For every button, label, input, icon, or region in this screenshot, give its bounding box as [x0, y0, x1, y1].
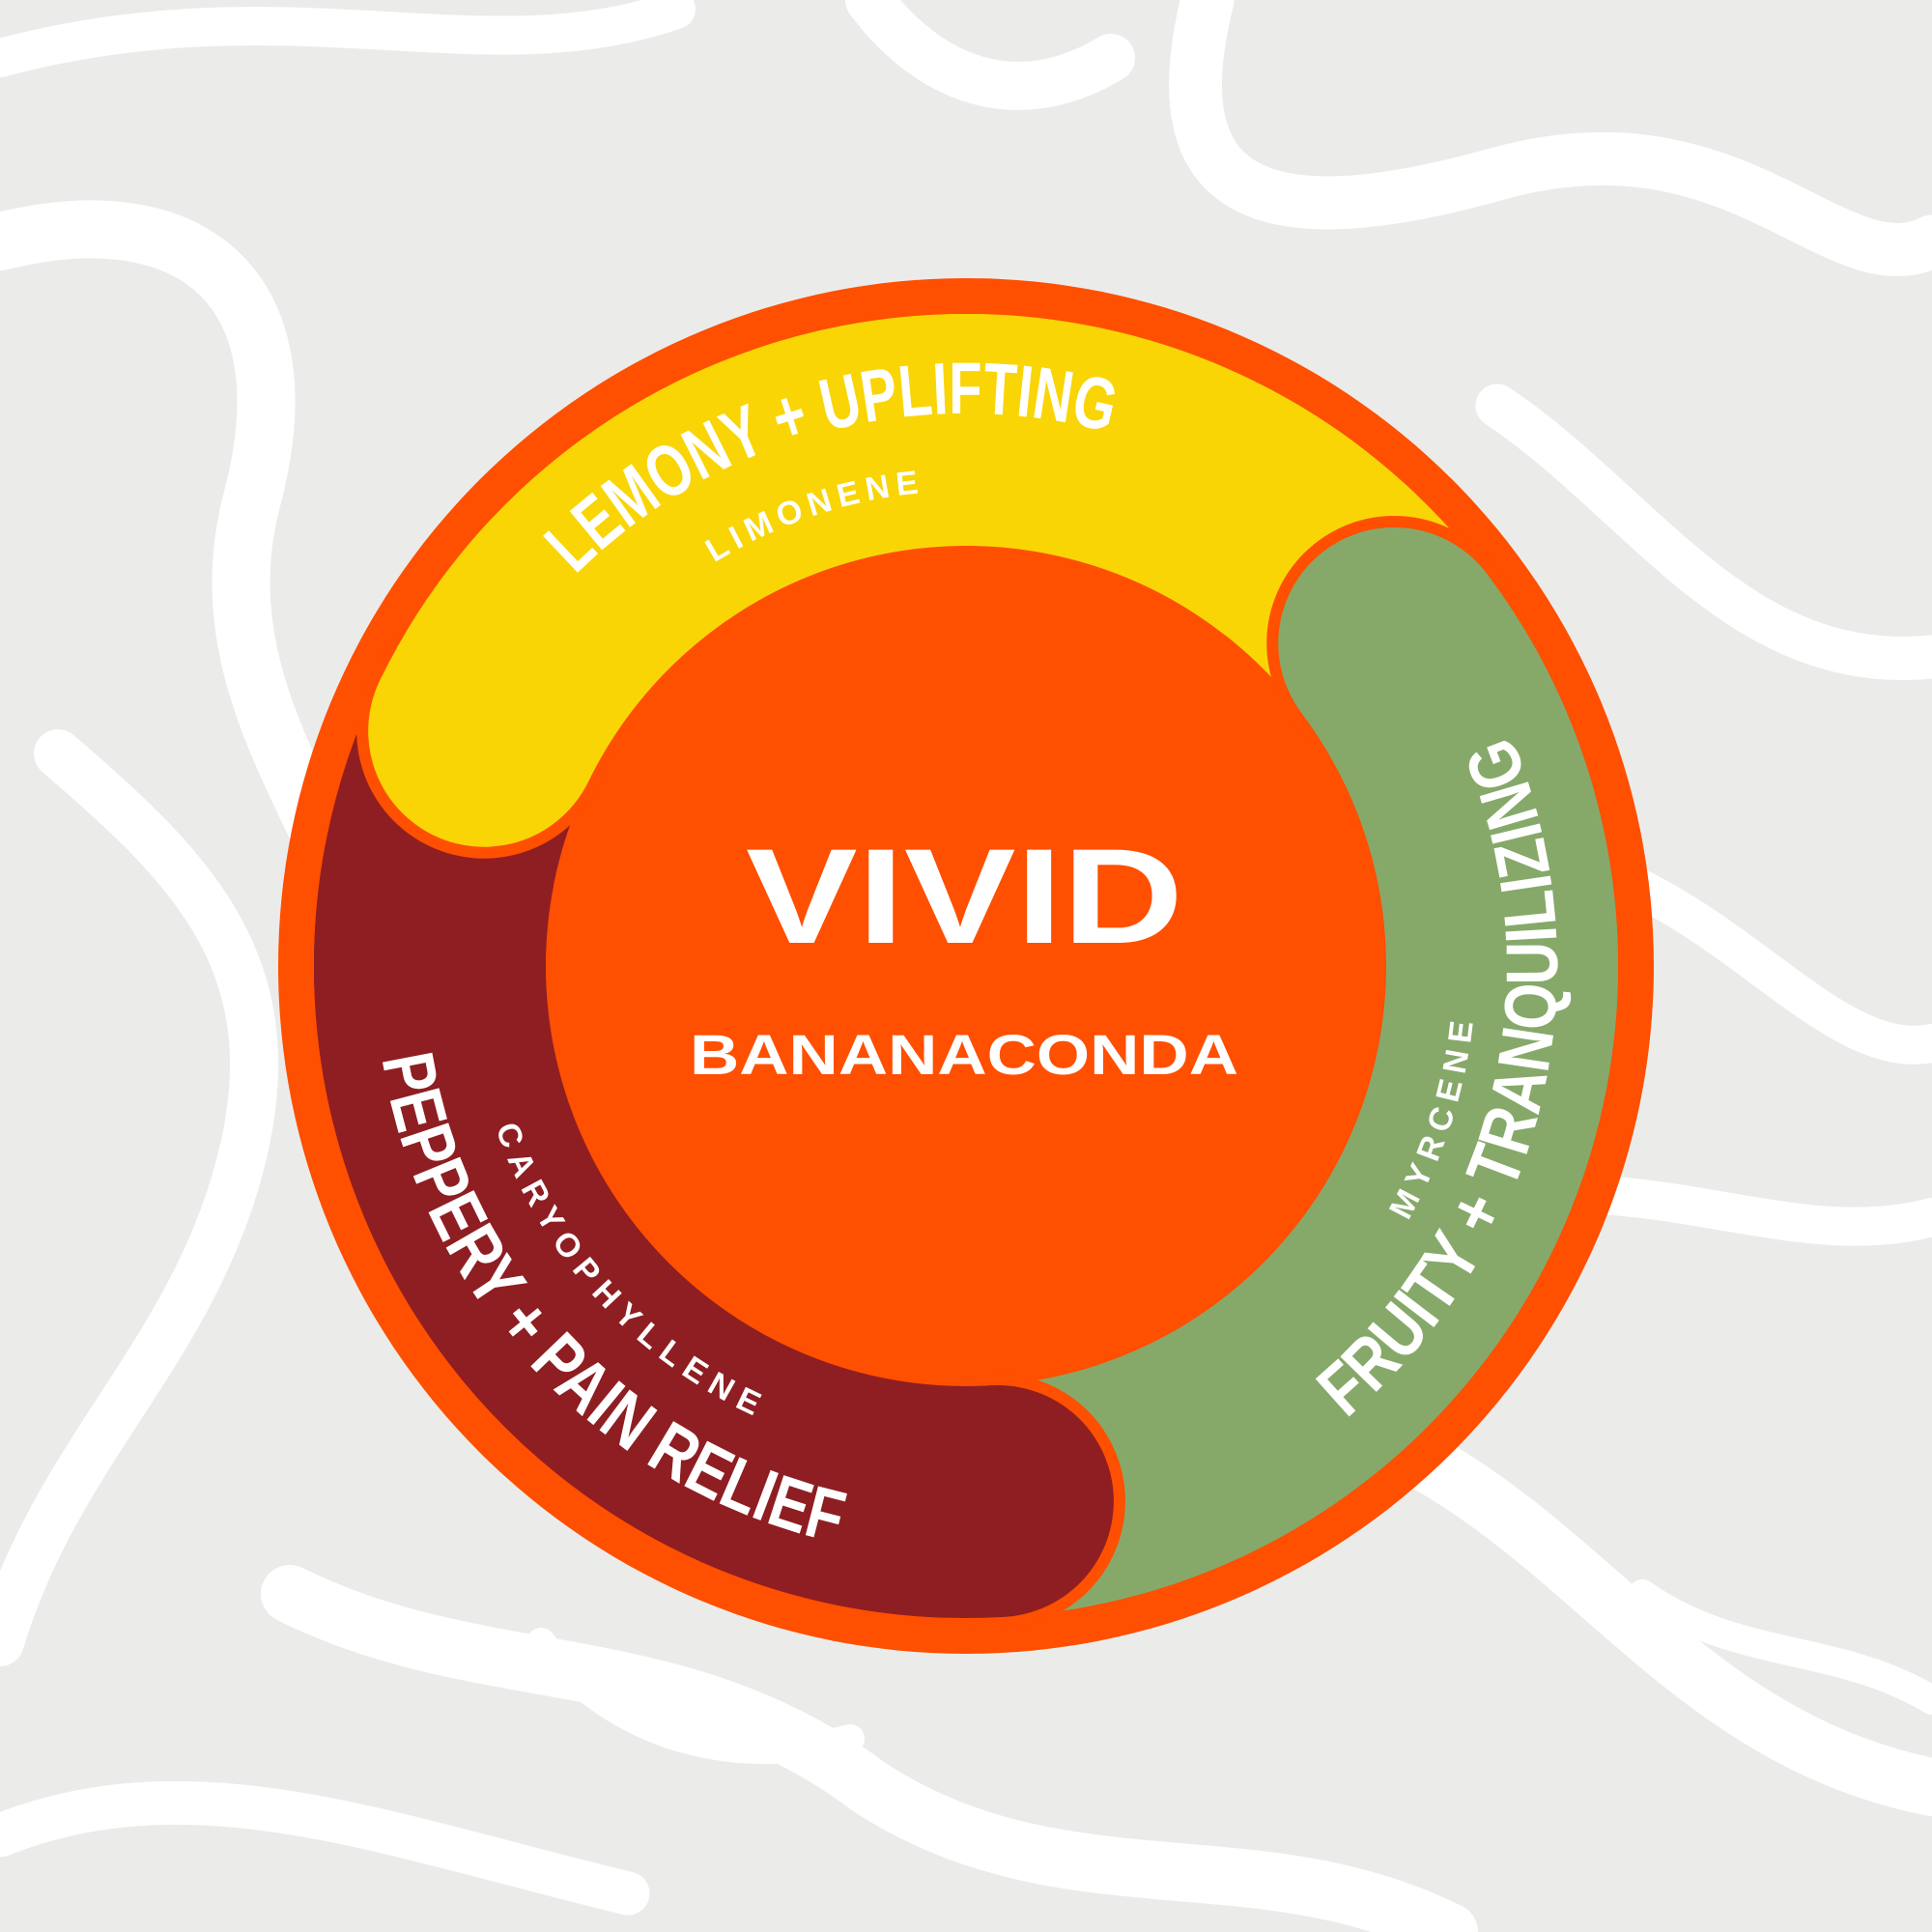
segment-band-overlay-caryophyllene	[314, 841, 1005, 1618]
segment-band-overlay-myrcene	[1097, 573, 1618, 1585]
brand-logo: VIVID	[746, 820, 1183, 972]
segment-band-overlay-limonene	[380, 314, 1368, 783]
strain-name: BANANACONDA	[690, 1024, 1238, 1087]
center-disc	[546, 546, 1386, 1386]
